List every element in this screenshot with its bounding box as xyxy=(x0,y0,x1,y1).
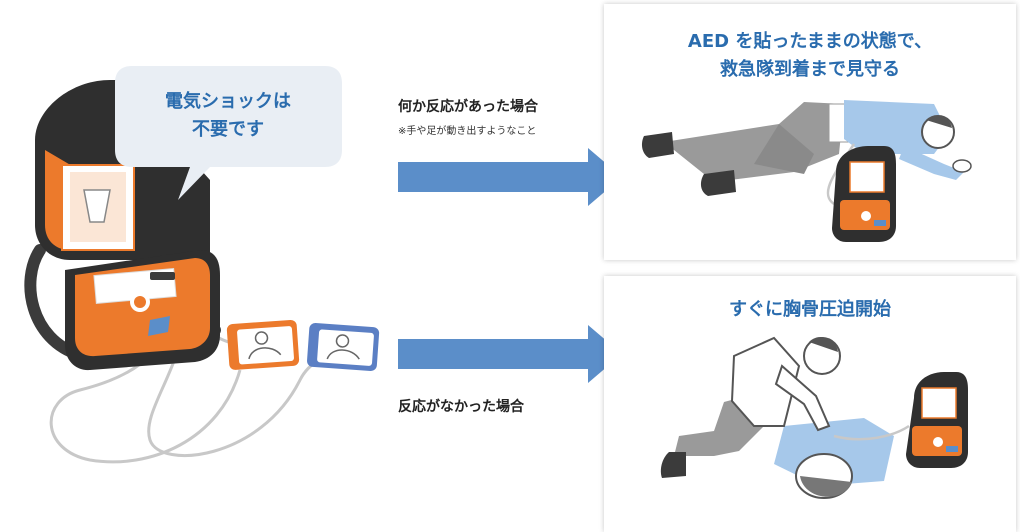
recovery-position-illustration xyxy=(641,100,972,242)
keep-aed-title-line1: AED を貼ったままの状態で、 xyxy=(687,31,933,52)
cpr-panel: すぐに胸骨圧迫開始 xyxy=(604,276,1016,532)
responded-note: ※手や足が動き出すようなこと xyxy=(398,126,537,137)
keep-aed-panel: AED を貼ったままの状態で、 救急隊到着まで見守る xyxy=(604,4,1016,260)
speech-bubble-text: 電気ショックは 不要です xyxy=(128,88,328,144)
speech-bubble-line2: 不要です xyxy=(192,119,264,140)
speech-bubble-line1: 電気ショックは xyxy=(165,91,291,112)
no-response-label: 反応がなかった場合 xyxy=(398,399,524,415)
keep-aed-title-line2: 救急隊到着まで見守る xyxy=(720,59,900,80)
cpr-title: すぐに胸骨圧迫開始 xyxy=(729,299,891,320)
responded-label: 何か反応があった場合 xyxy=(398,99,538,115)
cpr-illustration xyxy=(660,336,968,499)
keep-aed-title: AED を貼ったままの状態で、 救急隊到着まで見守る xyxy=(604,28,1016,84)
aed-device-illustration xyxy=(24,80,380,464)
speech-bubble xyxy=(115,66,342,200)
